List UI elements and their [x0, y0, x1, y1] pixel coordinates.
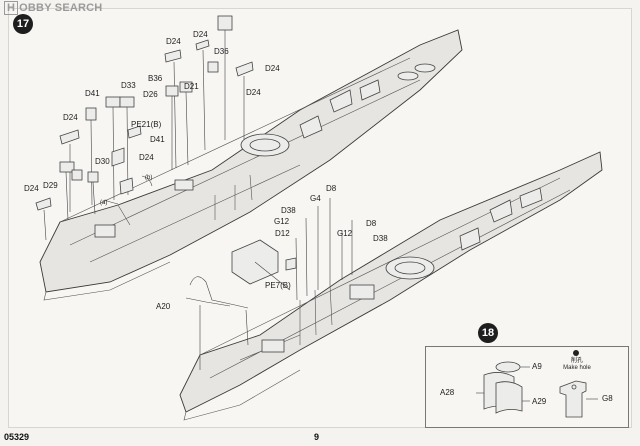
- inset-label-a28: A28: [440, 388, 455, 397]
- make-hole-icon: [573, 350, 579, 356]
- label-d21: D21: [184, 82, 199, 91]
- parts-upper: [35, 15, 254, 241]
- label-d8-b: D8: [366, 219, 377, 228]
- inset-label-a9: A9: [532, 362, 542, 371]
- label-d33: D33: [121, 81, 136, 90]
- label-pe21b: PE21(B): [131, 120, 162, 129]
- parts-lower: [185, 198, 353, 370]
- inset-label-a29: A29: [532, 397, 547, 406]
- label-g12-b: G12: [337, 229, 353, 238]
- label-d24-g: D24: [24, 184, 39, 193]
- inset-label-g8: G8: [602, 394, 613, 403]
- label-g12-a: G12: [274, 217, 290, 226]
- label-d41-b: D41: [150, 135, 165, 144]
- label-d30: D30: [95, 157, 110, 166]
- label-d41-a: D41: [85, 89, 100, 98]
- label-mark-b: (b): [145, 175, 153, 181]
- label-d24-c: D24: [265, 64, 280, 73]
- label-d29: D29: [43, 181, 58, 190]
- label-d24-f: D24: [246, 88, 261, 97]
- label-pe7b: PE7(B): [265, 281, 291, 290]
- label-d24-b: D24: [193, 30, 208, 39]
- watermark-box: H: [4, 1, 19, 15]
- inset-drawing: [476, 350, 598, 418]
- label-d12: D12: [275, 229, 290, 238]
- part-a29: [495, 381, 523, 414]
- label-b36: B36: [148, 74, 163, 83]
- label-d24-d: D24: [63, 113, 78, 122]
- label-d8-a: D8: [326, 184, 337, 193]
- label-d24-e: D24: [139, 153, 154, 162]
- part-a9: [495, 361, 521, 373]
- label-d38-a: D38: [281, 206, 296, 215]
- label-d26: D26: [143, 90, 158, 99]
- step-18-inset: 18 A9 A28 A29 G8 削孔 Make hole: [425, 323, 629, 428]
- label-d38-b: D38: [373, 234, 388, 243]
- step-number-inset: 18: [478, 323, 498, 343]
- product-code: 05329: [4, 432, 30, 442]
- page-number: 9: [314, 432, 320, 442]
- inset-note-en: Make hole: [563, 365, 591, 371]
- hull-upper: [39, 29, 463, 301]
- label-d24-a: D24: [166, 37, 181, 46]
- part-g8: [559, 380, 587, 418]
- label-mark-a: (a): [100, 200, 108, 206]
- label-d36: D36: [214, 47, 229, 56]
- step-number-main: 17: [13, 14, 33, 34]
- hull-lower: [179, 151, 603, 421]
- watermark-text: OBBY SEARCH: [19, 2, 103, 14]
- part-d36: [217, 15, 233, 31]
- label-g4: G4: [310, 194, 321, 203]
- inset-note-jp: 削孔: [570, 358, 583, 364]
- label-a20: A20: [156, 302, 171, 311]
